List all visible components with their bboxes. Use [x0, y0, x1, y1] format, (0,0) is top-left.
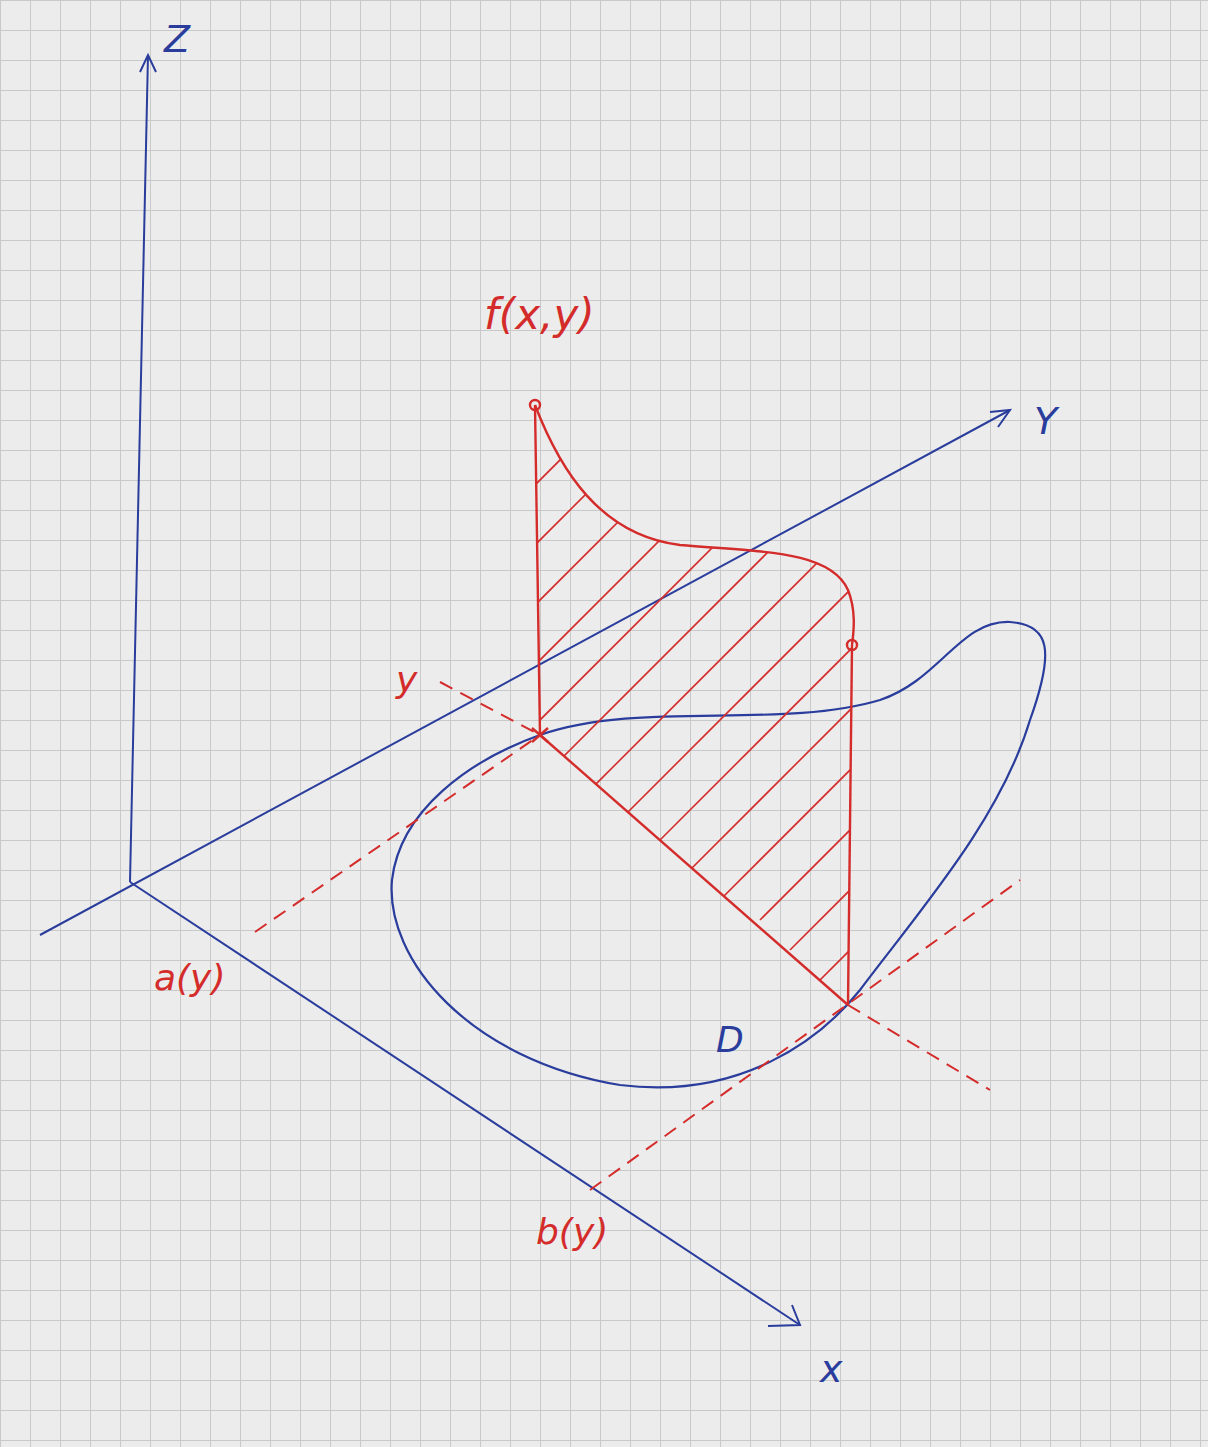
- guide-lines: [255, 682, 1020, 1190]
- slice-hatch: [500, 380, 900, 990]
- slice-outline: [530, 400, 857, 1005]
- axes: [40, 55, 1010, 1326]
- axis-label: x: [816, 1348, 847, 1390]
- axis-label: D: [712, 1020, 748, 1060]
- axis-label: y: [392, 660, 421, 700]
- axis-label: f(x,y): [480, 292, 599, 338]
- axis-label: Z: [160, 18, 194, 60]
- axis-label: a(y): [150, 958, 229, 998]
- region-outline: [392, 622, 1046, 1087]
- axis-label: Y: [1030, 400, 1061, 442]
- axis-label: b(y): [532, 1212, 612, 1252]
